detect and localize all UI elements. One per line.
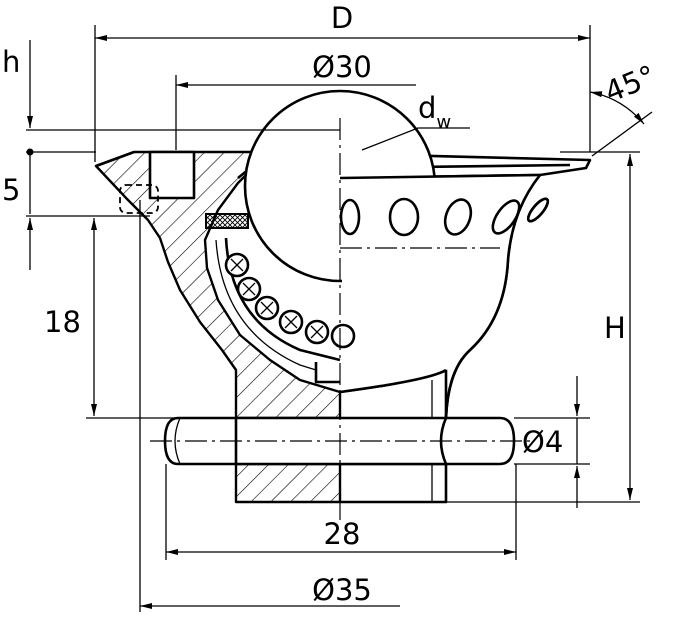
dim-D-label: D [331, 1, 353, 35]
dim-dw-leader [361, 127, 470, 151]
support-ball [236, 276, 262, 302]
support-ball [330, 323, 356, 349]
dim-angle-label: 45° [600, 58, 660, 109]
dim-angle-arc [589, 91, 645, 125]
support-balls [224, 252, 356, 349]
dim-18-label: 18 [44, 305, 81, 339]
dim-dw-label: dw [418, 91, 451, 133]
dim-5-label: 5 [2, 173, 20, 207]
dim-dia35-label: Ø35 [312, 573, 372, 607]
support-ball [224, 252, 250, 278]
dim-28-label: 28 [324, 517, 361, 551]
support-ball [278, 309, 304, 335]
support-ball [304, 319, 330, 345]
dim-H-label: H [604, 311, 626, 345]
dim-dia4-label: Ø4 [522, 425, 563, 459]
support-ball [254, 295, 280, 321]
dim-dia30-label: Ø30 [312, 50, 372, 84]
dim-h-label: h [2, 45, 20, 79]
seal-ring [205, 213, 249, 229]
